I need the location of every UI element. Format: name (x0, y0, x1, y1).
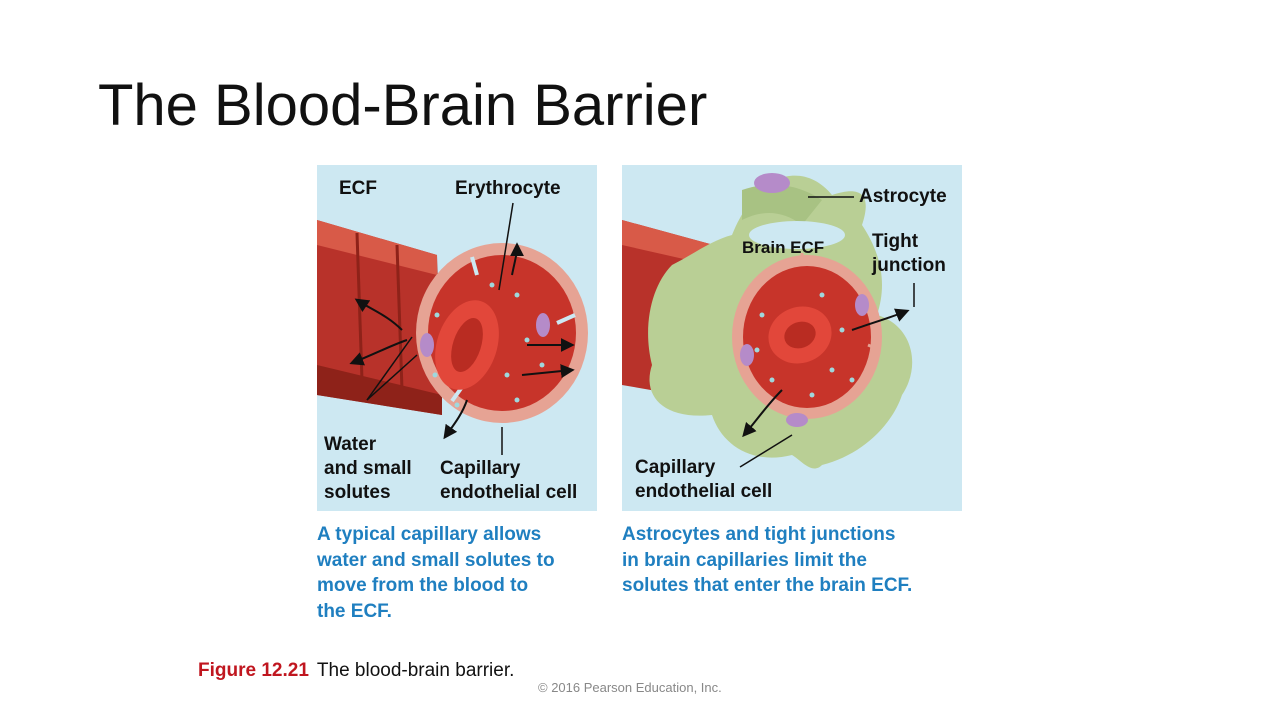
typical-capillary-illustration (317, 202, 588, 455)
label-brain-ecf: Brain ECF (742, 238, 825, 257)
figure-text: The blood-brain barrier. (316, 660, 515, 681)
label-astrocyte: Astrocyte (859, 186, 947, 207)
label-capillary-left-line-2: endothelial cell (440, 482, 578, 503)
brain-capillary-panel: Astrocyte Brain ECF Tight junction Capil… (622, 165, 962, 511)
caption-left-line-2: water and small solutes to (317, 549, 555, 571)
figure-number: Figure 12.21 (198, 660, 309, 681)
caption-brain-capillary: Astrocytes and tight junctions in brain … (622, 522, 962, 599)
label-tight-line-2: junction (872, 255, 946, 276)
label-capillary-endothelial-right: Capillary endothelial cell (635, 456, 772, 504)
label-capillary-endothelial-left: Capillary endothelial cell (440, 457, 577, 505)
figure-caption: Figure 12.21 The blood-brain barrier. (198, 660, 514, 682)
label-tight-junction: Tight junction (872, 230, 946, 278)
label-water-line-3: solutes (324, 482, 391, 503)
caption-left-line-4: the ECF. (317, 600, 392, 622)
label-capillary-right-line-1: Capillary (635, 457, 716, 478)
typical-capillary-panel: ECF Erythrocyte Water and small solutes … (317, 165, 597, 511)
slide-title: The Blood-Brain Barrier (98, 73, 708, 138)
brain-capillary-illustration (622, 173, 915, 469)
label-water-line-1: Water (324, 434, 377, 455)
label-capillary-left-line-1: Capillary (440, 458, 521, 479)
copyright-notice: © 2016 Pearson Education, Inc. (538, 680, 722, 695)
label-capillary-right-line-2: endothelial cell (635, 481, 773, 502)
label-tight-line-1: Tight (872, 231, 919, 252)
caption-right-line-3: solutes that enter the brain ECF. (622, 575, 913, 596)
label-water-line-2: and small (324, 458, 412, 479)
caption-typical-capillary: A typical capillary allows water and sma… (317, 522, 597, 624)
label-erythrocyte: Erythrocyte (455, 178, 561, 199)
label-ecf: ECF (339, 178, 377, 199)
caption-left-line-3: move from the blood to (317, 575, 529, 596)
caption-right-line-1: Astrocytes and tight junctions (622, 524, 896, 545)
caption-left-line-1: A typical capillary allows (317, 524, 542, 545)
caption-right-line-2: in brain capillaries limit the (622, 549, 867, 571)
label-water-small-solutes: Water and small solutes (324, 433, 412, 505)
